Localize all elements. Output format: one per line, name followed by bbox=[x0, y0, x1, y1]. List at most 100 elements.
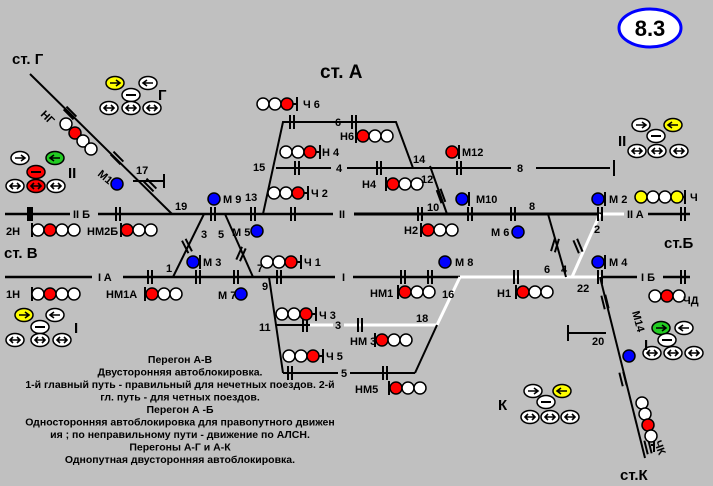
insulating-joint bbox=[456, 161, 462, 175]
badge: 8.3 bbox=[617, 7, 683, 49]
label-signals-nm2b: НМ2Б bbox=[87, 226, 118, 238]
signal-n2[interactable] bbox=[420, 223, 459, 237]
signal-m3[interactable] bbox=[186, 255, 201, 269]
signal-ch[interactable] bbox=[634, 190, 686, 204]
signal-lamp bbox=[438, 255, 452, 269]
signal-lamp bbox=[634, 190, 648, 204]
signal-lamp bbox=[413, 381, 427, 395]
insulating-joint bbox=[550, 237, 560, 253]
signal-m2[interactable] bbox=[591, 192, 606, 206]
label-switches-s22: 22 bbox=[577, 283, 589, 295]
signal-lamp bbox=[591, 255, 605, 269]
label-tracks-t6: 6 bbox=[335, 117, 341, 129]
signal-m8[interactable] bbox=[438, 255, 452, 269]
signal-lamp bbox=[528, 285, 542, 299]
signal-ng[interactable] bbox=[59, 117, 98, 156]
label-switches-s19: 19 bbox=[175, 201, 187, 213]
signal-nm1[interactable] bbox=[397, 285, 436, 299]
crossover-2-4-route bbox=[570, 213, 602, 278]
signal-lamp bbox=[540, 285, 554, 299]
signal-nm2b[interactable] bbox=[120, 223, 158, 237]
signal-m14[interactable] bbox=[622, 349, 636, 363]
signal-m9[interactable] bbox=[207, 192, 221, 206]
insulating-joint bbox=[351, 115, 357, 129]
label-indicators-i_left: I bbox=[74, 320, 78, 337]
route-indicator-left bbox=[45, 307, 65, 323]
signal-lamp bbox=[43, 287, 57, 301]
route-indicator-dash bbox=[26, 164, 46, 180]
signal-n1h[interactable] bbox=[31, 287, 81, 301]
signal-lamp bbox=[299, 307, 313, 321]
note-line: Перегон А -Б bbox=[146, 404, 214, 416]
signal-m4[interactable] bbox=[591, 255, 606, 269]
route-indicator-dash bbox=[121, 87, 141, 103]
signal-m10[interactable] bbox=[455, 192, 470, 206]
insulating-joint bbox=[276, 270, 282, 284]
label-signals-nm5: НМ5 bbox=[355, 384, 378, 396]
signal-lamp bbox=[511, 225, 525, 239]
signal-lamp bbox=[445, 223, 459, 237]
insulating-joint bbox=[618, 371, 628, 387]
insulating-joint bbox=[510, 207, 516, 221]
signal-lamp bbox=[275, 307, 289, 321]
crossover-5-7 bbox=[224, 213, 254, 278]
signal-nm5[interactable] bbox=[388, 381, 427, 395]
label-switches-s11: 11 bbox=[259, 322, 271, 334]
signal-m1[interactable] bbox=[110, 177, 124, 191]
signal-nm3[interactable] bbox=[374, 333, 413, 347]
route-indicator-both bbox=[520, 409, 540, 425]
signal-ch5[interactable] bbox=[282, 349, 324, 363]
signal-lamp bbox=[591, 192, 605, 206]
signal-m5[interactable] bbox=[250, 224, 264, 238]
track-6 bbox=[262, 121, 414, 215]
signal-chd[interactable] bbox=[648, 289, 686, 303]
signal-lamp bbox=[646, 190, 660, 204]
signal-lamp bbox=[145, 287, 159, 301]
signal-lamp bbox=[132, 223, 146, 237]
label-signals-m5: М 5 bbox=[232, 227, 250, 239]
note-line: 1-й главный путь - правильный для нечетн… bbox=[25, 379, 334, 391]
route-indicator-left bbox=[552, 383, 572, 399]
signal-lamp bbox=[84, 142, 98, 156]
label-tracks-t4: 4 bbox=[336, 163, 343, 175]
insulating-joint bbox=[109, 150, 125, 166]
signal-ch2[interactable] bbox=[267, 186, 309, 200]
signal-m7[interactable] bbox=[234, 287, 248, 301]
label-tracks-ia: I A bbox=[98, 272, 112, 284]
insulating-joint bbox=[287, 366, 293, 380]
signal-nm1a[interactable] bbox=[144, 287, 183, 301]
signal-lamp bbox=[31, 287, 45, 301]
note-line: Перегон А-В bbox=[148, 354, 213, 366]
route-indicator-both bbox=[684, 345, 704, 361]
signal-n2h[interactable] bbox=[31, 223, 81, 237]
insulating-joint bbox=[357, 318, 363, 332]
signal-n4b[interactable] bbox=[385, 177, 424, 191]
signal-lamp bbox=[234, 287, 248, 301]
track-block-mark bbox=[27, 207, 33, 221]
signal-n4a[interactable] bbox=[279, 145, 321, 159]
signal-m6[interactable] bbox=[511, 225, 525, 239]
signal-n1[interactable] bbox=[515, 285, 554, 299]
insulating-joint bbox=[142, 177, 158, 193]
signal-n6[interactable] bbox=[355, 129, 394, 143]
signal-m12[interactable] bbox=[445, 145, 460, 159]
insulating-joint bbox=[467, 207, 473, 221]
label-tracks-t5: 5 bbox=[341, 368, 347, 380]
signal-ch3[interactable] bbox=[275, 307, 317, 321]
signal-ch1[interactable] bbox=[260, 255, 302, 269]
signal-lamp bbox=[282, 349, 296, 363]
label-signals-n2h: 2Н bbox=[6, 226, 20, 238]
signal-lamp bbox=[421, 223, 435, 237]
note-line: Перегоны А-Г и А-К bbox=[129, 442, 231, 454]
signal-lamp bbox=[31, 223, 45, 237]
signal-chk[interactable] bbox=[635, 396, 658, 452]
switch-14-12-10 bbox=[429, 165, 448, 215]
label-tracks-ib: I Б bbox=[641, 272, 655, 284]
label-switches-s1: 1 bbox=[166, 263, 172, 275]
signal-lamp bbox=[398, 177, 412, 191]
signal-ch6[interactable] bbox=[256, 97, 298, 111]
label-signals-n1h: 1Н bbox=[6, 289, 20, 301]
label-stations-g: ст. Г bbox=[12, 51, 44, 68]
signal-lamp bbox=[306, 349, 320, 363]
